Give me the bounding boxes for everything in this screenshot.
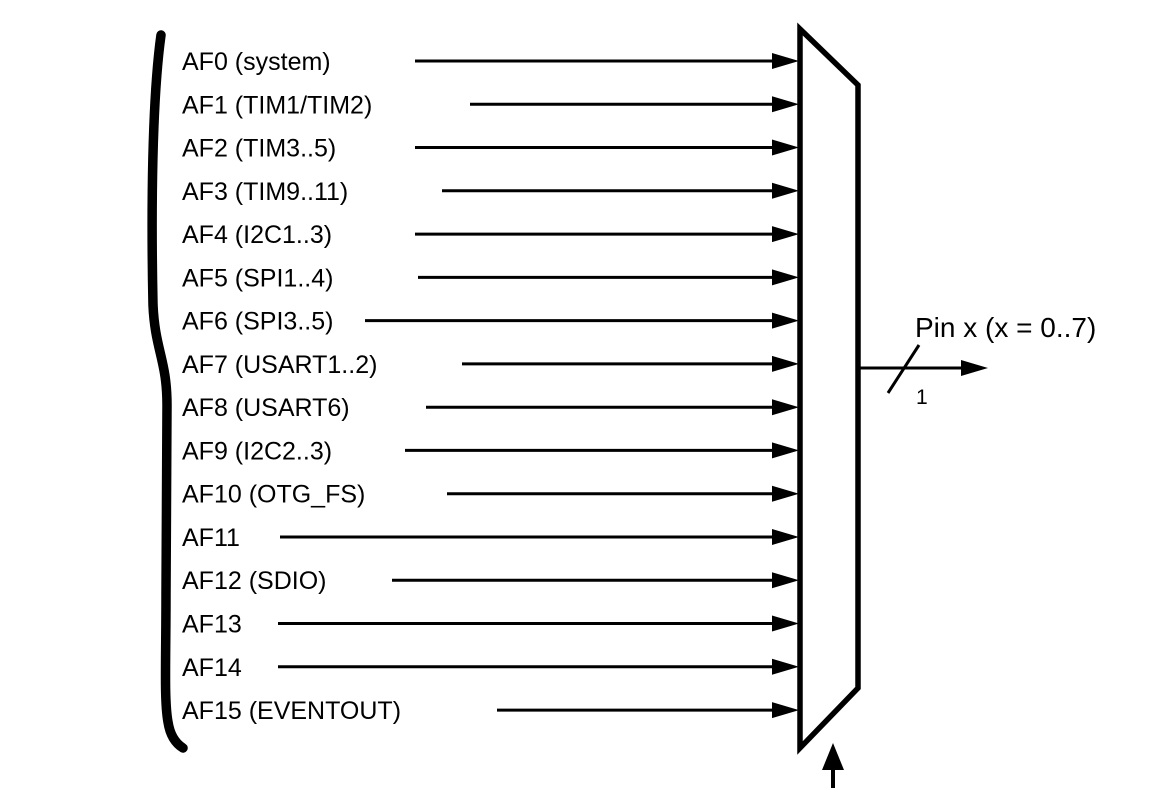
input-label: AF10 (OTG_FS) bbox=[182, 481, 365, 509]
input-label: AF8 (USART6) bbox=[182, 394, 350, 422]
input-arrowhead-icon bbox=[772, 269, 799, 286]
input-arrowhead-icon bbox=[772, 399, 799, 416]
input-label: AF15 (EVENTOUT) bbox=[182, 697, 401, 725]
mux-select-arrow bbox=[822, 743, 844, 788]
input-arrowhead-icon bbox=[772, 182, 799, 199]
mux-input-rows: AF0 (system) AF1 (TIM1/TIM2) AF2 (TIM3..5)… bbox=[182, 48, 799, 725]
input-arrowhead-icon bbox=[772, 96, 799, 113]
input-arrowhead-icon bbox=[772, 312, 799, 329]
input-label: AF9 (I2C2..3) bbox=[182, 437, 332, 465]
input-label: AF14 bbox=[182, 654, 242, 682]
input-arrowhead-icon bbox=[772, 53, 799, 69]
input-label: AF12 (SDIO) bbox=[182, 567, 326, 595]
input-arrowhead-icon bbox=[772, 442, 799, 459]
input-group-brace bbox=[147, 30, 188, 753]
input-arrowhead-icon bbox=[772, 572, 799, 589]
input-arrowhead-icon bbox=[772, 355, 799, 372]
pin-label: Pin x (x = 0..7) bbox=[915, 312, 1096, 343]
mux-body bbox=[797, 22, 861, 755]
input-label: AF6 (SPI3..5) bbox=[182, 308, 333, 336]
bus-width-label: 1 bbox=[916, 386, 928, 409]
select-arrowhead-icon bbox=[822, 743, 844, 770]
input-label: AF4 (I2C1..3) bbox=[182, 221, 332, 249]
input-arrowhead-icon bbox=[772, 139, 799, 156]
input-label: AF13 bbox=[182, 611, 242, 639]
input-label: AF5 (SPI1..4) bbox=[182, 264, 333, 292]
input-label: AF0 (system) bbox=[182, 48, 331, 76]
input-label: AF7 (USART1..2) bbox=[182, 351, 377, 379]
input-arrowhead-icon bbox=[772, 658, 799, 675]
input-arrowhead-icon bbox=[772, 529, 799, 545]
input-label: AF2 (TIM3..5) bbox=[182, 135, 336, 163]
input-label: AF3 (TIM9..11) bbox=[182, 178, 348, 206]
input-arrowhead-icon bbox=[772, 485, 799, 502]
bus-width-slash bbox=[886, 344, 921, 394]
input-arrowhead-icon bbox=[772, 226, 799, 243]
input-label: AF1 (TIM1/TIM2) bbox=[182, 91, 372, 119]
output-arrowhead-icon bbox=[961, 360, 988, 376]
mux-output: Pin x (x = 0..7) 1 bbox=[858, 312, 1096, 409]
input-arrowhead-icon bbox=[772, 702, 799, 719]
input-arrowhead-icon bbox=[772, 615, 799, 632]
input-label: AF11 bbox=[182, 524, 240, 552]
